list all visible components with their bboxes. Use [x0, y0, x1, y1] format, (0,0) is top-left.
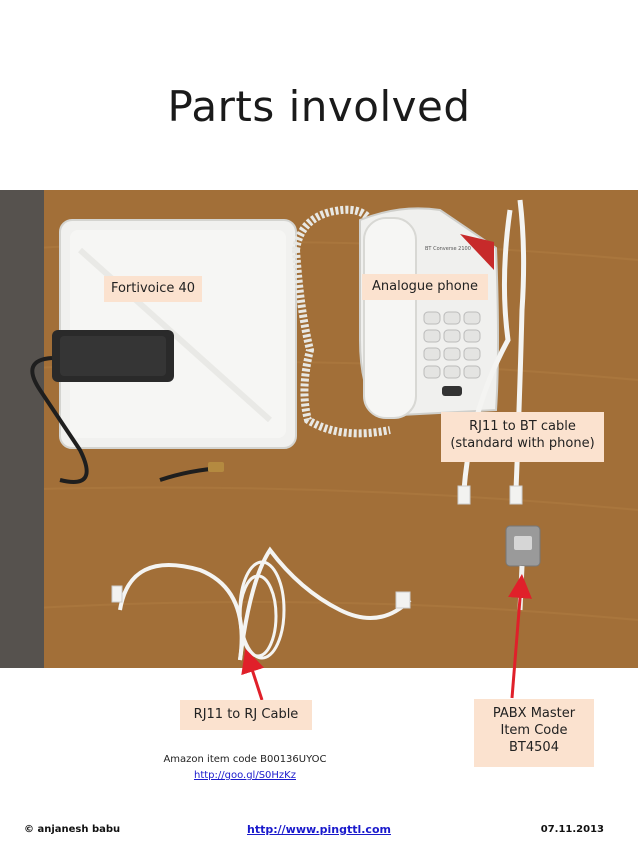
label-pabx-line3: BT4504 — [509, 740, 559, 755]
label-rj11-rj-cable: RJ11 to RJ Cable — [180, 700, 312, 730]
footer-url-link[interactable]: http://www.pingttl.com — [247, 823, 391, 836]
footer-date: 07.11.2013 — [540, 824, 604, 835]
phone-brand: BT Converse 2100 — [425, 246, 471, 252]
slide-title: Parts involved — [167, 82, 471, 131]
label-analogue-phone: Analogue phone — [362, 274, 488, 300]
label-fortivoice: Fortivoice 40 — [104, 276, 202, 302]
label-rj11-bt-cable: RJ11 to BT cable (standard with phone) — [441, 412, 604, 462]
label-pabx-line2: Item Code — [500, 723, 568, 738]
label-rj11-bt-line2: (standard with phone) — [450, 436, 595, 451]
footer-author: © anjanesh babu — [24, 824, 121, 835]
label-pabx-line1: PABX Master — [492, 706, 576, 721]
label-pabx-master: PABX Master Item Code BT4504 — [474, 699, 594, 767]
amazon-item-code: Amazon item code B00136UYOC — [163, 754, 327, 765]
amazon-link[interactable]: http://goo.gl/S0HzKz — [193, 770, 296, 781]
label-rj11-bt-line1: RJ11 to BT cable — [469, 419, 576, 434]
